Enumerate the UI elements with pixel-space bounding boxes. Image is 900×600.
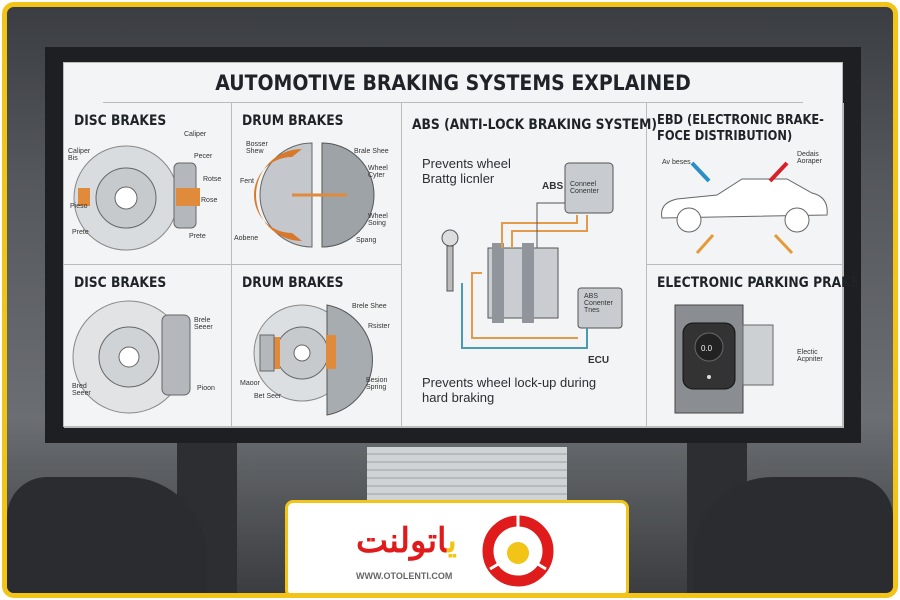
logo-url: WWW.OTOLENTI.COM — [356, 571, 453, 581]
panel-heading: ABS (ANTI-LOCK BRAKING SYSTEM) — [412, 117, 658, 133]
brand-logo[interactable]: یاتولنت WWW.OTOLENTI.COM — [285, 500, 629, 593]
panel-heading: DISC BRAKES — [74, 113, 167, 129]
car-right — [693, 477, 893, 593]
abs-diagram — [441, 162, 623, 349]
page-title: AUTOMOTIVE BRAKING SYSTEMS EXPLAINED — [102, 63, 804, 103]
disc-brake-icon — [72, 300, 191, 414]
panel-heading: DRUM BRAKES — [242, 275, 344, 291]
poster-screen: AUTOMOTIVE BRAKING SYSTEMS EXPLAINED DIS… — [45, 47, 861, 443]
panel-drum-brakes: DRUM BRAKES Bosser Shew Fent Aobene Bral… — [232, 103, 402, 265]
panel-heading: EBD (ELECTRONIC BRAKE-FOCE DISTRIBUTION) — [657, 113, 824, 144]
panel-heading: DISC BRAKES — [74, 275, 167, 291]
panel-ebd: EBD (ELECTRONIC BRAKE-FOCE DISTRIBUTION)… — [647, 103, 844, 265]
panel-abs: ABS (ANTI-LOCK BRAKING SYSTEM) Prevents … — [402, 103, 657, 428]
infographic: AUTOMOTIVE BRAKING SYSTEMS EXPLAINED DIS… — [63, 62, 859, 428]
disc-brake-icon — [73, 145, 200, 251]
panel-heading: DRUM BRAKES — [242, 113, 344, 129]
panel-heading: ELECTRONIC PARKING PRAKE — [657, 275, 860, 291]
logo-arabic-text: یاتولنت — [356, 522, 457, 560]
logo-emblem-icon — [482, 515, 554, 587]
switch-label: 0.0 — [701, 344, 713, 353]
panel-drum-brakes-2: DRUM BRAKES Brele Shee Rsister Besion Sp… — [232, 265, 402, 428]
parking-brake-switch-icon — [674, 304, 774, 414]
car-left — [7, 477, 207, 593]
panel-disc-brakes: DISC BRAKES Caliper Caliper Bis Pecer Ro… — [64, 103, 232, 265]
drum-brake-icon — [254, 142, 375, 248]
drum-brake-icon — [253, 304, 373, 416]
car-icon — [661, 161, 828, 255]
panel-disc-brakes-2: DISC BRAKES Brele Seeer Bred Seeer Pioon — [64, 265, 232, 428]
panel-electronic-parking-brake: ELECTRONIC PARKING PRAKE 0.0 Electic Acp… — [647, 265, 859, 428]
